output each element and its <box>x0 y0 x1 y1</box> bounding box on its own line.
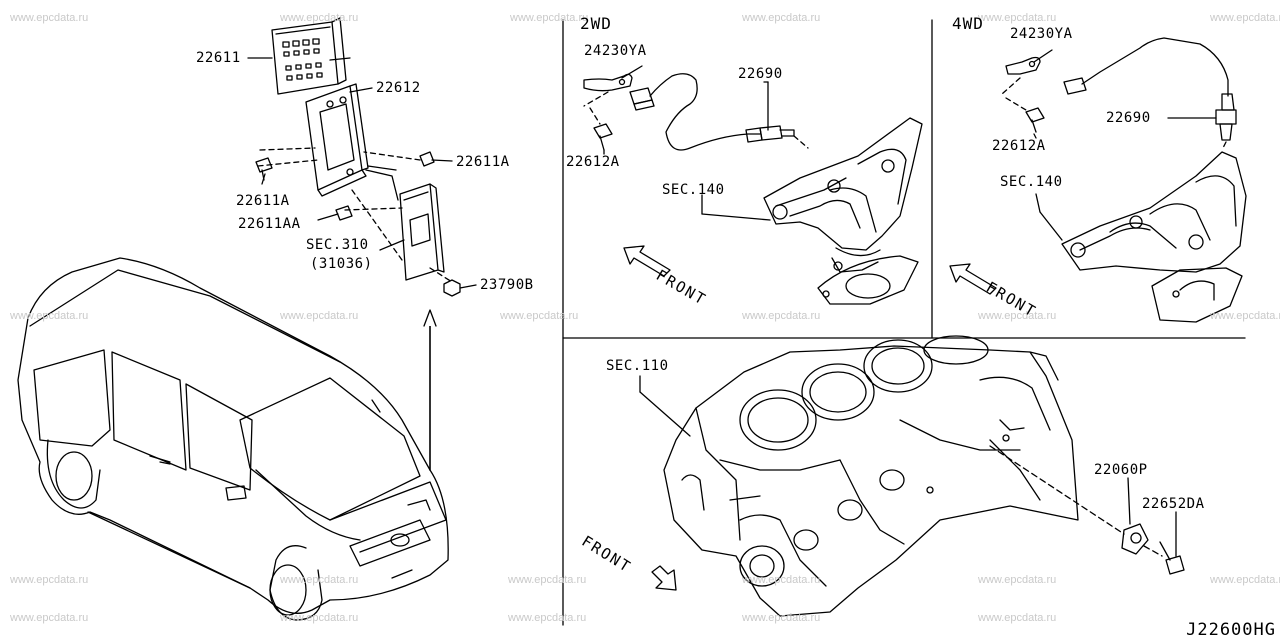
watermark: www.epcdata.ru <box>10 612 89 624</box>
ecm-bracket <box>305 83 399 201</box>
watermark: www.epcdata.ru <box>978 12 1057 24</box>
bolt-22612A-2wd <box>593 123 613 151</box>
part-label-22652DA: 22652DA <box>1142 496 1205 512</box>
location-arrow <box>423 309 437 471</box>
bolt-22612A-4wd <box>1025 107 1045 133</box>
connector-4wd <box>1063 77 1087 95</box>
watermark: www.epcdata.ru <box>280 12 359 24</box>
part-label-22690-4wd: 22690 <box>1106 110 1151 126</box>
watermark: www.epcdata.ru <box>978 612 1057 624</box>
watermark: www.epcdata.ru <box>508 612 587 624</box>
connector-2wd <box>629 87 655 111</box>
leader-lines-2wd <box>603 65 771 221</box>
watermark: www.epcdata.ru <box>10 574 89 586</box>
part-label-sec140-2wd: SEC.140 <box>662 182 725 198</box>
leader-lines-left <box>247 57 477 289</box>
part-label-31036: (31036) <box>310 256 373 272</box>
part-label-22612A-4wd: 22612A <box>992 138 1046 154</box>
van-illustration <box>17 257 449 621</box>
ecm-leader-dashes <box>257 147 453 283</box>
watermark: www.epcdata.ru <box>280 310 359 322</box>
watermark: www.epcdata.ru <box>742 12 821 24</box>
engine-block <box>663 335 1079 617</box>
exhaust-manifold-4wd <box>1061 151 1247 323</box>
part-label-22612A-2wd: 22612A <box>566 154 620 170</box>
watermark: www.epcdata.ru <box>742 310 821 322</box>
watermark: www.epcdata.ru <box>508 574 587 586</box>
part-label-22690-2wd: 22690 <box>738 66 783 82</box>
sensor-harness-2wd <box>649 73 761 151</box>
exhaust-manifold-2wd <box>763 117 923 305</box>
watermark: www.epcdata.ru <box>500 310 579 322</box>
part-label-22612: 22612 <box>376 80 421 96</box>
sensor-harness-4wd <box>1081 37 1229 97</box>
watermark: www.epcdata.ru <box>742 612 821 624</box>
part-label-24230YA-4wd: 24230YA <box>1010 26 1073 42</box>
watermark: www.epcdata.ru <box>1210 574 1280 586</box>
watermark: www.epcdata.ru <box>742 574 821 586</box>
part-label-22611: 22611 <box>196 50 241 66</box>
watermark: www.epcdata.ru <box>280 612 359 624</box>
dash-4wd <box>1001 77 1227 151</box>
part-label-23790B: 23790B <box>480 277 534 293</box>
watermark: www.epcdata.ru <box>1210 310 1280 322</box>
panel-dividers <box>562 19 1246 626</box>
part-label-22611A-left: 22611A <box>236 193 290 209</box>
watermark: www.epcdata.ru <box>280 574 359 586</box>
front-arrow-4wd <box>949 263 997 295</box>
bolt-22611AA <box>335 205 353 221</box>
leader-lines-block <box>639 375 1177 557</box>
nut-23790B <box>443 279 461 297</box>
knock-sensor-22060P <box>1121 523 1149 555</box>
o2-sensor-22690-4wd <box>1215 93 1237 141</box>
bracket-24230YA-4wd <box>1005 56 1041 75</box>
watermark: www.epcdata.ru <box>978 574 1057 586</box>
section-title-2wd: 2WD <box>580 14 612 33</box>
bolt-22652DA <box>1159 541 1185 575</box>
part-label-22060P: 22060P <box>1094 462 1148 478</box>
watermark: www.epcdata.ru <box>10 310 89 322</box>
dash-block <box>989 445 1163 557</box>
part-label-sec140-4wd: SEC.140 <box>1000 174 1063 190</box>
leader-lines-4wd <box>1033 49 1217 241</box>
diagram-code: J22600HG <box>1186 620 1276 640</box>
part-label-22611A-right: 22611A <box>456 154 510 170</box>
part-label-sec110: SEC.110 <box>606 358 669 374</box>
watermark: www.epcdata.ru <box>978 310 1057 322</box>
part-label-24230YA-2wd: 24230YA <box>584 43 647 59</box>
o2-sensor-22690-2wd <box>745 125 795 143</box>
ecm-module <box>271 17 351 95</box>
bolt-22611A-right <box>419 151 435 167</box>
sec310-module <box>399 183 445 281</box>
part-label-sec310: SEC.310 <box>306 237 369 253</box>
front-arrow-2wd <box>623 245 671 277</box>
front-arrow-block <box>651 565 677 591</box>
part-label-22611AA: 22611AA <box>238 216 301 232</box>
watermark: www.epcdata.ru <box>510 12 589 24</box>
bracket-24230YA-2wd <box>583 73 633 92</box>
dash-2wd <box>583 91 809 149</box>
section-title-4wd: 4WD <box>952 14 984 33</box>
watermark: www.epcdata.ru <box>1210 12 1280 24</box>
watermark: www.epcdata.ru <box>10 12 89 24</box>
